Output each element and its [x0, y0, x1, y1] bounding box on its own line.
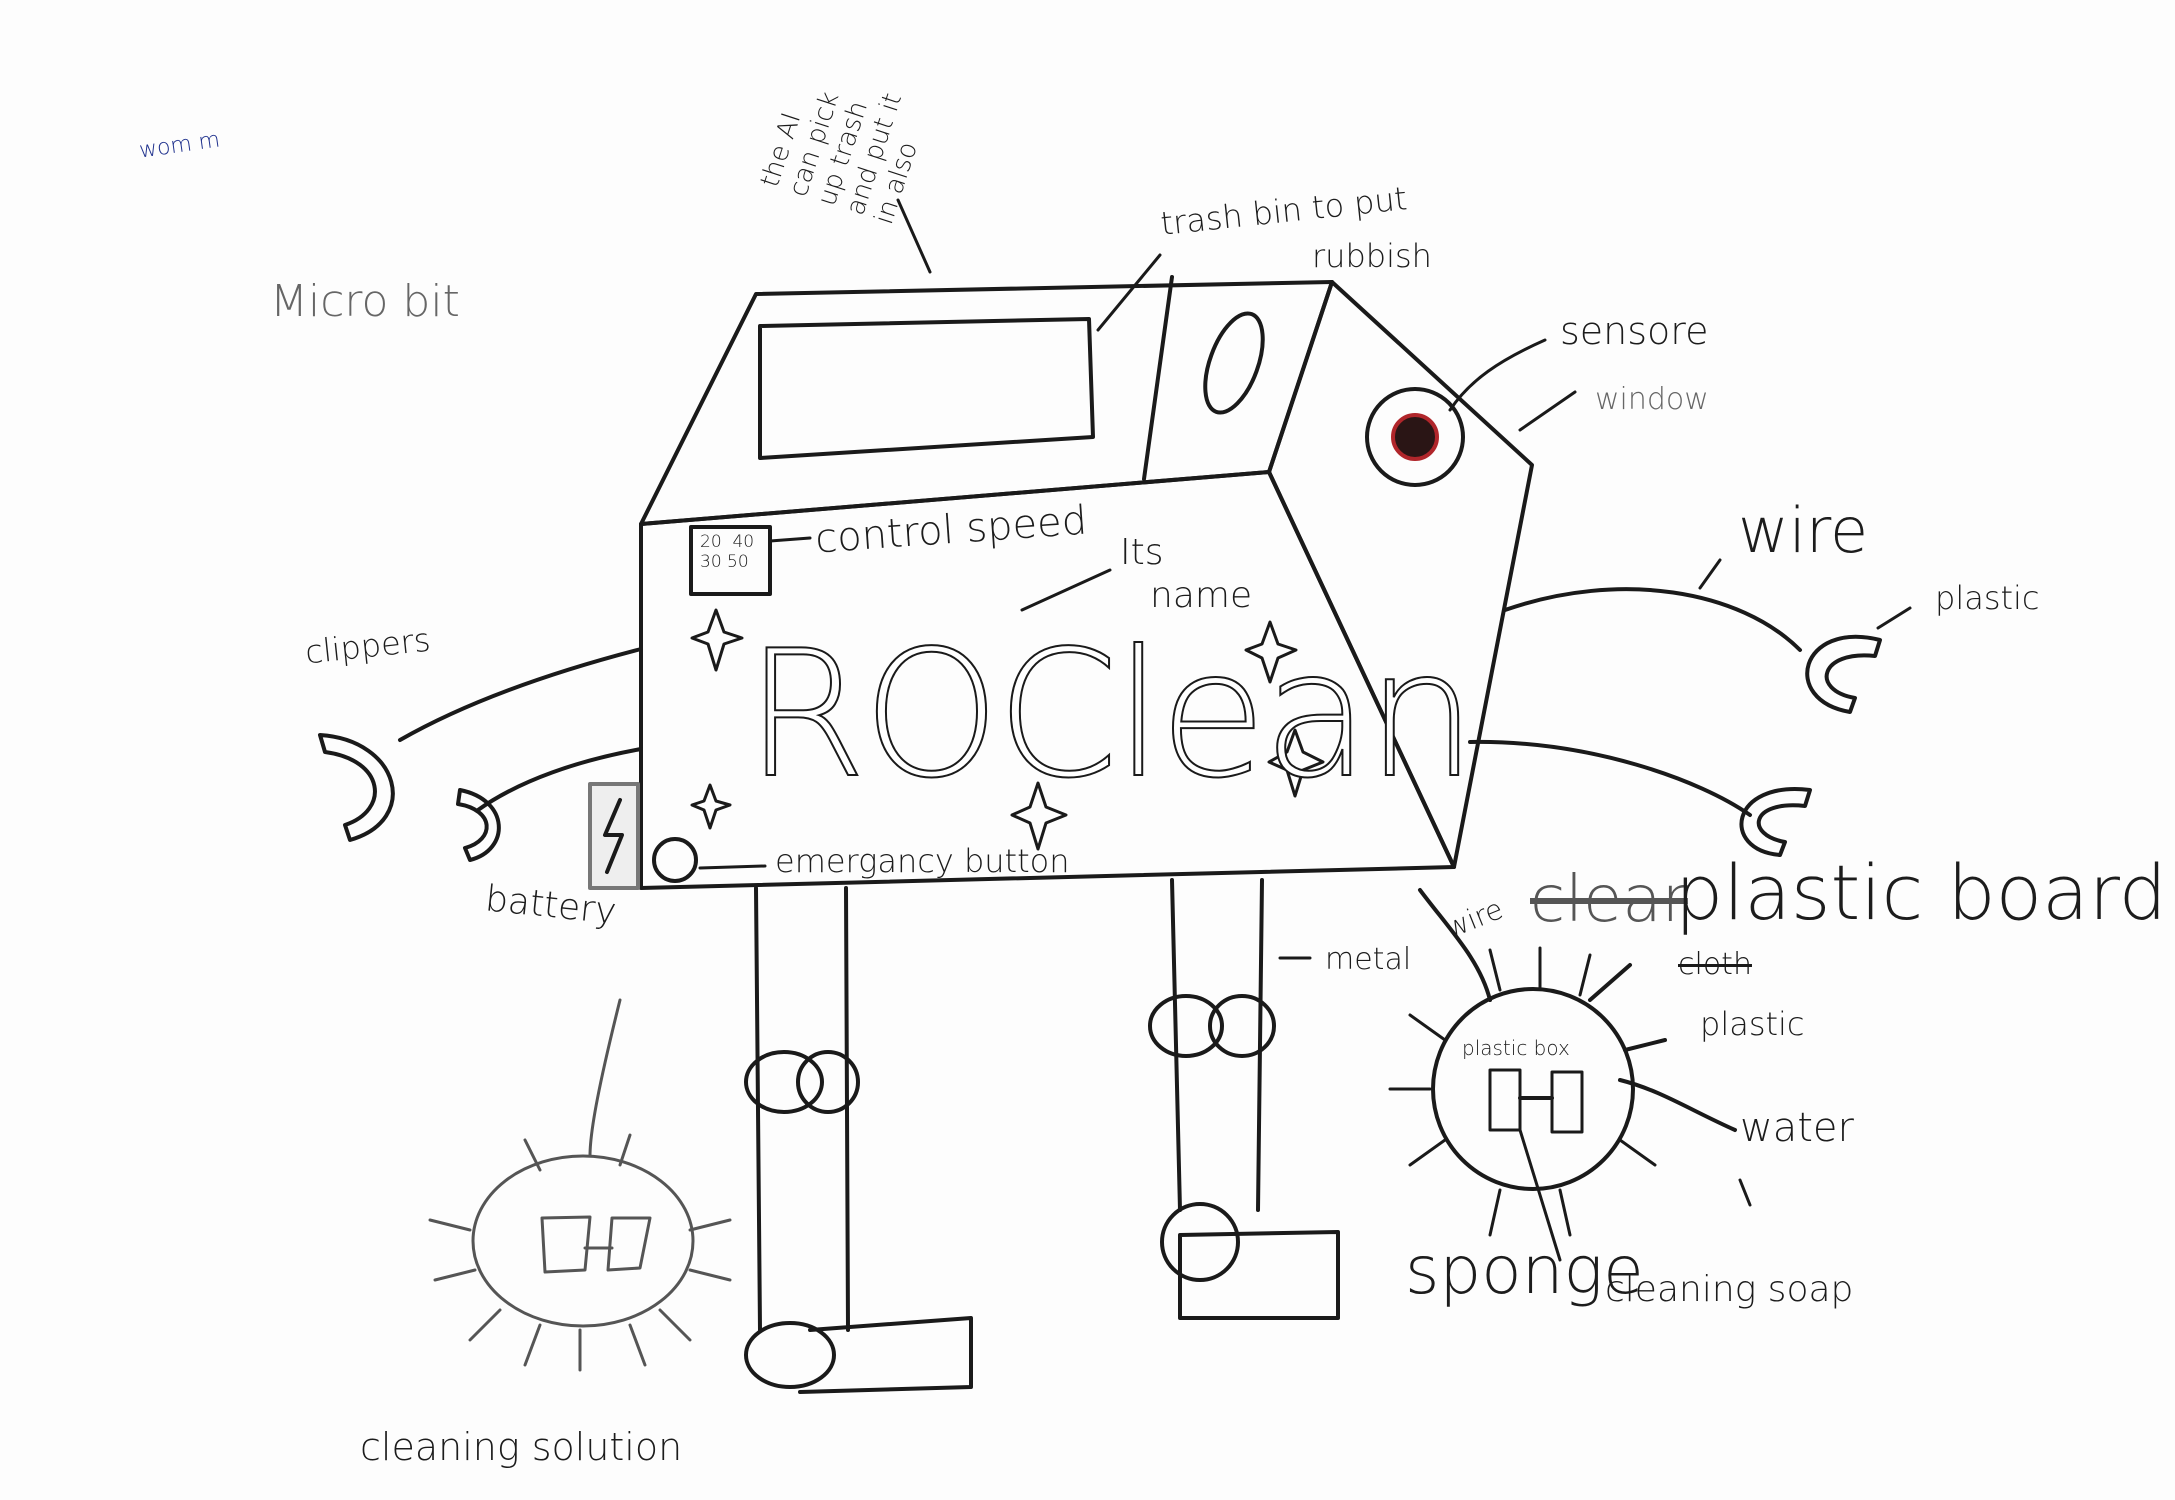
- emergency-button-icon: [652, 837, 698, 883]
- battery-icon: [588, 782, 640, 890]
- cloth-crossed-label: cloth: [1678, 947, 1752, 982]
- water-label: water: [1740, 1105, 1854, 1151]
- metal-label: metal: [1325, 942, 1412, 977]
- plastic-box-label: plastic box: [1462, 1036, 1570, 1060]
- sensor-eye-icon: [1365, 387, 1465, 487]
- cleaning-solution-label: cleaning solution: [360, 1425, 683, 1469]
- cleaning-soap-label: cleaning soap: [1605, 1269, 1854, 1310]
- sponge-plastic-box: [1388, 888, 1737, 1262]
- window-screen: [758, 317, 1095, 460]
- wire-label-right: wire: [1738, 494, 1869, 567]
- right-claw-icon: [1805, 634, 1882, 714]
- left-arms: [318, 647, 643, 862]
- microbit-label: Micro bit: [270, 276, 460, 327]
- robot-body: [639, 280, 1534, 890]
- left-leg: [744, 886, 973, 1394]
- sparkle-icons: [690, 608, 1325, 851]
- right-arms: [1468, 587, 1882, 857]
- its-name-label: Its: [1120, 532, 1164, 573]
- plastic-label-bottom: plastic: [1700, 1005, 1805, 1043]
- trash-bin-label-2: rubbish: [1312, 237, 1432, 275]
- emergency-button-label: emergancy button: [775, 842, 1070, 880]
- robot-name-logo: ROClean: [744, 614, 1478, 817]
- right-leg: [1148, 878, 1340, 1320]
- speed-value: 20: [700, 532, 722, 552]
- window-label: window: [1595, 382, 1709, 417]
- speed-value: 50: [727, 552, 749, 572]
- its-name-label-2: name: [1150, 575, 1253, 616]
- speed-value: 30: [700, 552, 722, 572]
- speed-values: 20 40 30 50: [700, 532, 766, 572]
- trash-bin-opening: [1203, 311, 1265, 415]
- speed-control-panel: [689, 525, 772, 596]
- sensor-label: sensore: [1560, 309, 1709, 353]
- plastic-label-right: plastic: [1935, 579, 2040, 617]
- trash-bin-divider: [1142, 275, 1174, 481]
- pointer-lines: [698, 198, 1912, 1207]
- speed-value: 40: [732, 532, 755, 552]
- plastic-board-label: plastic board: [1675, 848, 2167, 937]
- crossed-out-word: clear: [1530, 863, 1688, 937]
- clipper-claw-icon: [318, 733, 395, 842]
- sponge-label: sponge: [1405, 1232, 1644, 1309]
- cleaning-solution-sponge: [428, 998, 732, 1372]
